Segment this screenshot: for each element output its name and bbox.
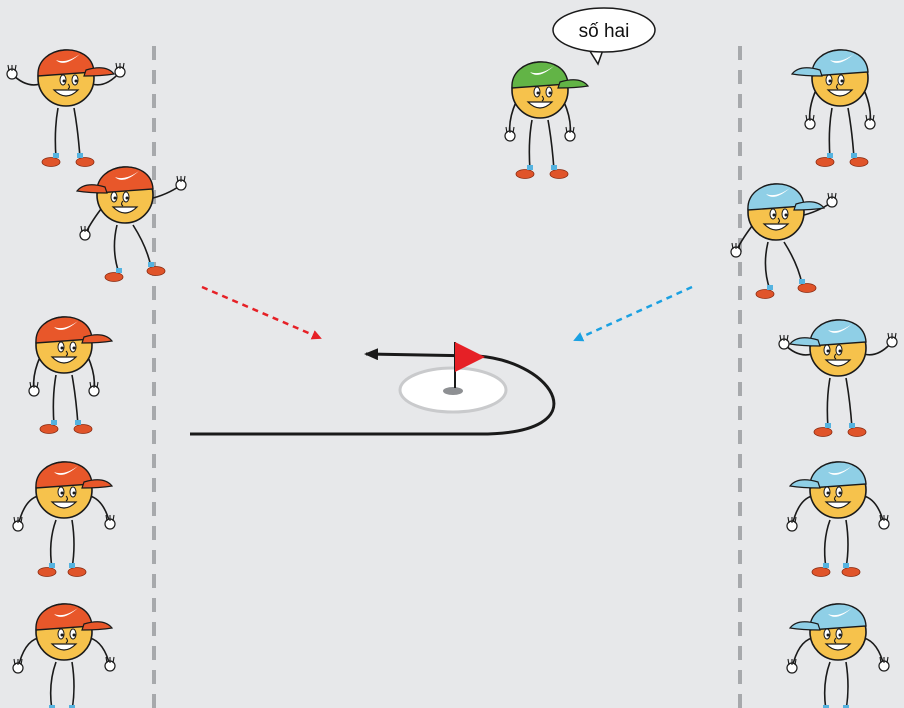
blue-team-player-2 bbox=[730, 183, 838, 299]
red-team-player-5 bbox=[12, 603, 116, 708]
players-layer bbox=[6, 49, 898, 708]
blue-team-player-4 bbox=[786, 461, 890, 577]
caller-player bbox=[504, 61, 590, 179]
red-team-player-2 bbox=[75, 166, 187, 282]
speech-text: số hai bbox=[579, 21, 630, 42]
blue-team-arrow bbox=[573, 285, 693, 342]
blue-team-player-1 bbox=[790, 49, 876, 167]
red-team-arrow bbox=[201, 285, 322, 340]
flag-icon bbox=[454, 342, 485, 388]
blue-team-player-5 bbox=[786, 603, 890, 708]
hole-target bbox=[398, 366, 508, 414]
run-path bbox=[190, 348, 556, 436]
red-team-player-4 bbox=[12, 461, 116, 577]
red-team-player-3 bbox=[28, 316, 114, 434]
red-team-player-1 bbox=[6, 49, 126, 167]
speech-bubble: số hai bbox=[552, 7, 656, 66]
blue-team-player-3 bbox=[778, 319, 898, 437]
